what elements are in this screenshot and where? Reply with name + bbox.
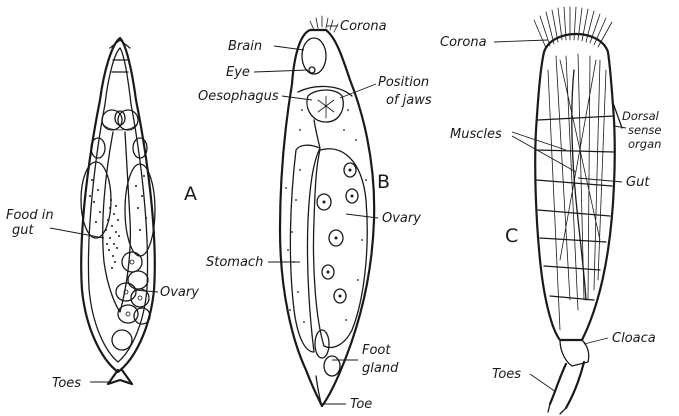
figure-a-label-food-line2: gut (12, 223, 34, 238)
figure-c-leader-toes (530, 374, 556, 392)
figure-a-label-ovary: Ovary (160, 285, 199, 300)
figure-c-leader-cloaca (584, 338, 608, 344)
figure-c-label-sense-line1: Dorsal (622, 109, 660, 123)
figure-b-ovary-nuclei (317, 163, 358, 303)
figure-b-head-line (298, 86, 352, 96)
figure-a-gut (103, 132, 131, 312)
figure-b-leader-eye (254, 70, 308, 72)
figure-b-stippling (285, 109, 367, 323)
figure-b-label-ovary: Ovary (382, 211, 421, 226)
figure-a-label-food-line1: Food in (6, 208, 54, 223)
figure-c-label-gut: Gut (626, 175, 650, 190)
figure-b-mastax (307, 90, 343, 122)
figure-c-label-corona: Corona (440, 35, 487, 50)
figure-b-label-oesophagus: Oesophagus (198, 89, 279, 104)
figure-c-toes (548, 404, 566, 414)
figure-c-leader-sense (614, 126, 626, 128)
figure-a-letter: A (184, 183, 197, 205)
figure-b-label-eye: Eye (226, 65, 250, 80)
figure-b-oesophagus (314, 120, 320, 148)
figure-c-label-sense-line3: organ (628, 137, 661, 151)
figure-b-label-foot-line2: gland (362, 361, 399, 376)
figure-b-label-toe: Toe (350, 397, 372, 412)
figure-a-rotifer (81, 38, 155, 384)
figure-b-rotifer (280, 16, 374, 406)
figure-c-label-muscles: Muscles (450, 127, 502, 142)
figure-c-leader-muscles-b (512, 136, 576, 172)
figure-b-label-stomach: Stomach (206, 255, 263, 270)
figure-a-label-toes: Toes (52, 376, 81, 391)
figure-b-jaws (318, 96, 334, 118)
figure-c-muscles (548, 54, 606, 330)
figure-b-foot-gland-2 (324, 356, 340, 376)
figure-c-rotifer (534, 7, 622, 414)
figure-a-leader-food (50, 228, 104, 238)
figure-b-label-jaws-line1: Position (378, 75, 429, 90)
figure-c-leader-corona (494, 40, 548, 42)
figure-b-letter: B (377, 171, 390, 193)
figure-c-label-toes: Toes (492, 367, 521, 382)
figure-b-label-jaws-line2: of jaws (386, 93, 432, 108)
figure-c-label-sense-line2: sense (628, 123, 661, 137)
figure-a-body-outline (81, 38, 155, 372)
figure-b-eye (309, 67, 315, 73)
figure-c-label-cloaca: Cloaca (612, 331, 656, 346)
figure-b-foot-gland (315, 330, 329, 358)
figure-b-label-foot-line1: Foot (362, 343, 391, 358)
figure-c-letter: C (505, 225, 518, 247)
figure-a-toes (108, 370, 132, 384)
figure-b-stomach (290, 145, 320, 352)
figure-b-label-brain: Brain (228, 39, 262, 54)
figure-b-label-corona: Corona (340, 19, 387, 34)
figure-c-foot (550, 362, 584, 408)
